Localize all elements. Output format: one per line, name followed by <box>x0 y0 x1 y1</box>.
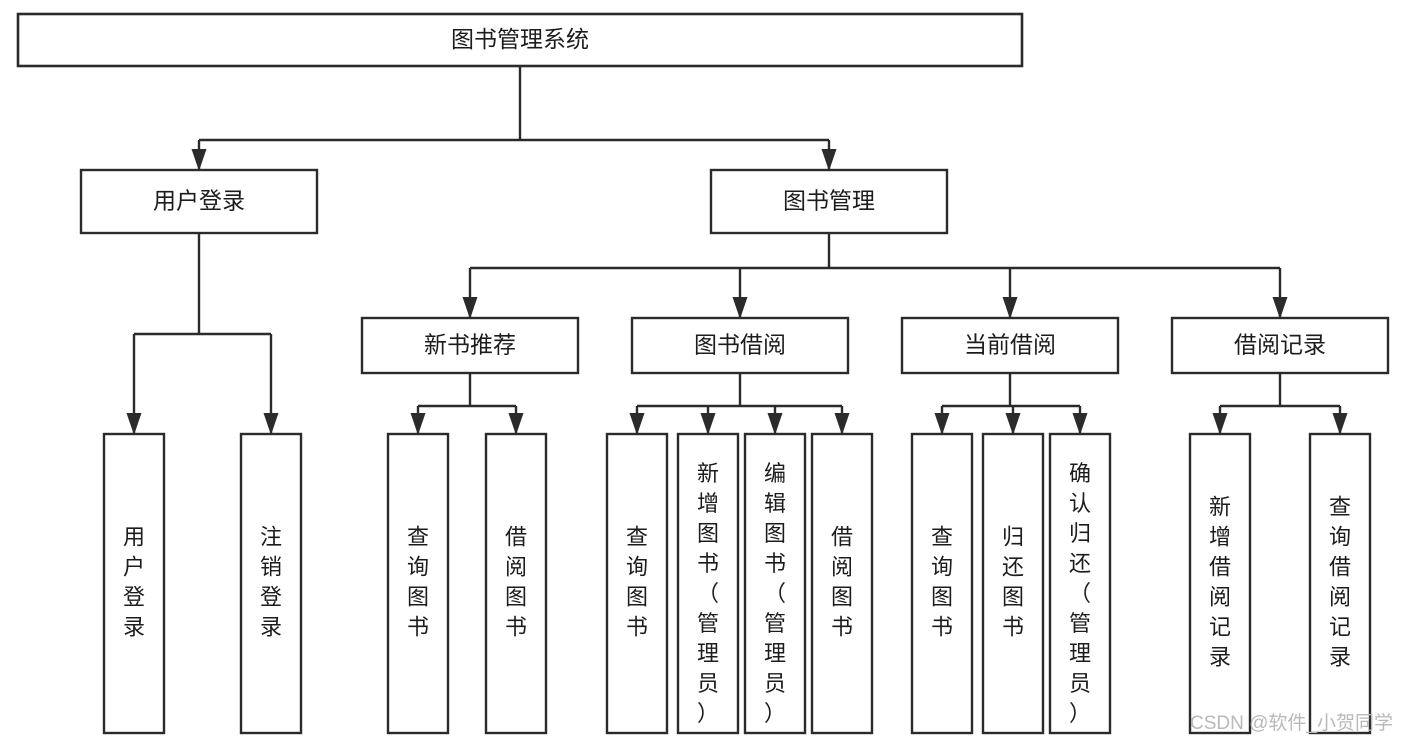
arrow-head-icon-leaf-record-add <box>1212 413 1228 435</box>
node-label-leaf-borrow-add: 新增图书（管理员） <box>697 461 719 726</box>
node-box-leaf-borrow-edit[interactable] <box>743 432 807 735</box>
node-leaf-current-confirm[interactable]: 确认归还（管理员） <box>1048 432 1112 735</box>
node-label-leaf-record-add: 新增借阅记录 <box>1209 494 1231 669</box>
arrow-head-icon-leaf-newbook-borrow <box>508 413 524 435</box>
node-box-leaf-newbook-query[interactable] <box>386 432 450 735</box>
node-box-leaf-user-login[interactable] <box>102 432 166 735</box>
node-box-leaf-user-logout[interactable] <box>239 432 303 735</box>
node-box-leaf-record-add[interactable] <box>1188 432 1252 735</box>
node-borrow[interactable]: 图书借阅 <box>630 316 850 375</box>
node-box-leaf-borrow-add[interactable] <box>676 432 740 735</box>
node-leaf-newbook-query[interactable]: 查询图书 <box>386 432 450 735</box>
arrow-head-icon-borrow <box>732 297 748 319</box>
node-box-borrow[interactable] <box>630 316 850 375</box>
node-label-leaf-current-return: 归还图书 <box>1002 524 1024 639</box>
arrow-head-icon-leaf-current-confirm <box>1072 413 1088 435</box>
connectors-layer <box>126 66 1348 435</box>
node-label-newbook: 新书推荐 <box>424 332 516 358</box>
node-label-root: 图书管理系统 <box>451 26 589 52</box>
node-newbook[interactable]: 新书推荐 <box>360 316 580 375</box>
node-box-newbook[interactable] <box>360 316 580 375</box>
node-leaf-current-query[interactable]: 查询图书 <box>910 432 974 735</box>
node-leaf-borrow-add[interactable]: 新增图书（管理员） <box>676 432 740 735</box>
node-box-record[interactable] <box>1170 316 1390 375</box>
node-box-root[interactable] <box>16 12 1024 68</box>
node-label-leaf-current-query: 查询图书 <box>931 524 953 639</box>
node-leaf-borrow-query[interactable]: 查询图书 <box>605 432 669 735</box>
arrow-head-icon-leaf-borrow-add <box>700 413 716 435</box>
node-record[interactable]: 借阅记录 <box>1170 316 1390 375</box>
arrow-head-icon-leaf-user-logout <box>263 413 279 435</box>
node-label-leaf-borrow-edit: 编辑图书（管理员） <box>764 461 786 726</box>
arrow-head-icon-bookmgmt <box>821 149 837 171</box>
arrow-head-icon-leaf-current-return <box>1005 413 1021 435</box>
node-box-current[interactable] <box>900 316 1120 375</box>
node-box-login[interactable] <box>79 168 319 235</box>
arrow-head-icon-record <box>1272 297 1288 319</box>
node-box-leaf-current-confirm[interactable] <box>1048 432 1112 735</box>
node-label-login: 用户登录 <box>153 188 245 214</box>
node-bookmgmt[interactable]: 图书管理 <box>709 168 949 235</box>
node-leaf-user-logout[interactable]: 注销登录 <box>239 432 303 735</box>
node-box-leaf-current-query[interactable] <box>910 432 974 735</box>
node-box-leaf-current-return[interactable] <box>981 432 1045 735</box>
node-current[interactable]: 当前借阅 <box>900 316 1120 375</box>
arrow-head-icon-current <box>1002 297 1018 319</box>
node-box-bookmgmt[interactable] <box>709 168 949 235</box>
arrow-head-icon-leaf-borrow-edit <box>767 413 783 435</box>
arrow-head-icon-leaf-current-query <box>934 413 950 435</box>
node-label-leaf-borrow-lend: 借阅图书 <box>831 524 853 639</box>
csdn-watermark: CSDN @软件_小贺同学 <box>1190 712 1393 734</box>
node-login[interactable]: 用户登录 <box>79 168 319 235</box>
arrow-head-icon-leaf-user-login <box>126 413 142 435</box>
node-box-leaf-borrow-query[interactable] <box>605 432 669 735</box>
node-leaf-record-query[interactable]: 查询借阅记录 <box>1308 432 1372 735</box>
node-leaf-borrow-lend[interactable]: 借阅图书 <box>810 432 874 735</box>
arrow-head-icon-leaf-record-query <box>1332 413 1348 435</box>
node-leaf-record-add[interactable]: 新增借阅记录 <box>1188 432 1252 735</box>
node-label-record: 借阅记录 <box>1234 332 1326 358</box>
node-box-leaf-newbook-borrow[interactable] <box>484 432 548 735</box>
node-label-leaf-newbook-query: 查询图书 <box>407 524 429 639</box>
node-leaf-newbook-borrow[interactable]: 借阅图书 <box>484 432 548 735</box>
node-leaf-borrow-edit[interactable]: 编辑图书（管理员） <box>743 432 807 735</box>
node-label-bookmgmt: 图书管理 <box>783 188 875 214</box>
node-label-leaf-borrow-query: 查询图书 <box>626 524 648 639</box>
node-label-leaf-user-logout: 注销登录 <box>260 524 282 639</box>
node-leaf-user-login[interactable]: 用户登录 <box>102 432 166 735</box>
node-label-borrow: 图书借阅 <box>694 332 786 358</box>
node-root[interactable]: 图书管理系统 <box>16 12 1024 68</box>
node-label-current: 当前借阅 <box>964 332 1056 358</box>
node-label-leaf-newbook-borrow: 借阅图书 <box>505 524 527 639</box>
node-box-leaf-record-query[interactable] <box>1308 432 1372 735</box>
arrow-head-icon-newbook <box>462 297 478 319</box>
arrow-head-icon-leaf-borrow-lend <box>834 413 850 435</box>
node-box-leaf-borrow-lend[interactable] <box>810 432 874 735</box>
arrow-head-icon-login <box>191 149 207 171</box>
node-label-leaf-record-query: 查询借阅记录 <box>1329 494 1351 669</box>
nodes-layer: 图书管理系统用户登录图书管理新书推荐图书借阅当前借阅借阅记录用户登录注销登录查询… <box>16 12 1390 735</box>
node-leaf-current-return[interactable]: 归还图书 <box>981 432 1045 735</box>
arrow-head-icon-leaf-borrow-query <box>629 413 645 435</box>
arrow-head-icon-leaf-newbook-query <box>410 413 426 435</box>
node-label-leaf-current-confirm: 确认归还（管理员） <box>1069 461 1091 726</box>
node-label-leaf-user-login: 用户登录 <box>123 524 145 639</box>
